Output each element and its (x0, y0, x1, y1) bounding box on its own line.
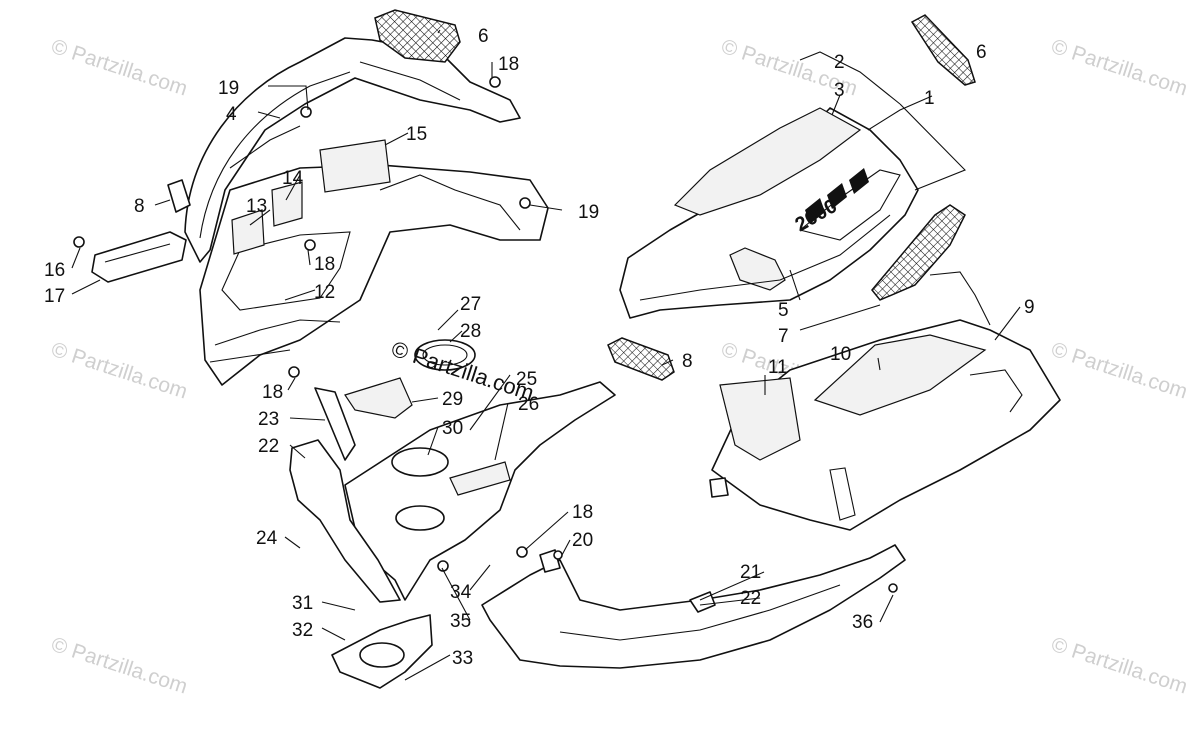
decal-2 (673, 107, 862, 216)
watermark-text: © Partzilla.com (48, 338, 190, 404)
decal-29 (344, 377, 413, 419)
callouts: 6 18 19 4 15 14 8 13 19 18 16 17 12 18 6… (44, 26, 1035, 669)
decal-11 (719, 377, 801, 461)
callout-19a: 19 (218, 78, 239, 99)
callout-21: 21 (740, 562, 761, 583)
callout-30: 30 (442, 418, 463, 439)
callout-29: 29 (442, 389, 463, 410)
callout-27: 27 (460, 294, 481, 315)
callout-22b: 22 (740, 588, 761, 609)
callout-17: 17 (44, 286, 65, 307)
callout-18a: 18 (498, 54, 519, 75)
callout-4: 4 (226, 104, 237, 125)
callout-23: 23 (258, 409, 279, 430)
callout-11: 11 (768, 357, 788, 378)
callout-19b: 19 (578, 202, 599, 223)
watermark-text: © Partzilla.com (1048, 633, 1190, 699)
hood-shell (184, 37, 521, 263)
callout-36: 36 (852, 612, 873, 633)
callout-28: 28 (460, 321, 481, 342)
callout-16: 16 (44, 260, 65, 281)
callout-2: 2 (834, 52, 845, 73)
callout-18b: 18 (314, 254, 335, 275)
nose-trim (289, 439, 401, 603)
callout-18d: 18 (572, 502, 593, 523)
callout-8a: 8 (134, 196, 145, 217)
callout-25: 25 (516, 369, 537, 390)
watermark-text: © Partzilla.com (1048, 338, 1190, 404)
decal-10 (813, 334, 987, 416)
decal-5 (729, 247, 786, 291)
decal-26 (449, 461, 511, 496)
callout-20: 20 (572, 530, 593, 551)
small-vent-8a (167, 179, 191, 213)
callout-33: 33 (452, 648, 473, 669)
callout-22a: 22 (258, 436, 279, 457)
callout-5: 5 (778, 300, 789, 321)
side-trim (91, 231, 187, 283)
callout-32: 32 (292, 620, 313, 641)
callout-12: 12 (314, 282, 335, 303)
side-panel-right (711, 319, 1061, 531)
port-lower (395, 505, 445, 531)
callout-6b: 6 (976, 42, 987, 63)
callout-34: 34 (450, 582, 472, 603)
decal-15 (319, 139, 391, 193)
callout-14: 14 (282, 168, 304, 189)
callout-13: 13 (246, 196, 267, 217)
callout-10: 10 (830, 344, 851, 365)
belly-pan (344, 381, 616, 601)
mesh-vent-6a (374, 9, 461, 63)
callout-7: 7 (778, 326, 789, 347)
callout-8b: 8 (682, 351, 693, 372)
bracket-23 (314, 387, 356, 461)
decal-14 (271, 181, 303, 227)
leader-lines (71, 29, 1021, 681)
callout-18c: 18 (262, 382, 283, 403)
mesh-vent-8b (607, 337, 675, 381)
callout-26: 26 (518, 394, 539, 415)
mesh-vent-7 (871, 204, 966, 301)
callout-24: 24 (256, 528, 278, 549)
watermark-text: © Partzilla.com (48, 633, 190, 699)
part-drawings: 2000 (91, 9, 1061, 689)
fasteners (73, 76, 898, 593)
callout-15: 15 (406, 124, 427, 145)
mesh-vent-6b (910, 14, 976, 86)
callout-31: 31 (292, 593, 313, 614)
watermark-text: © Partzilla.com (1048, 35, 1190, 101)
callout-6a: 6 (478, 26, 489, 47)
callout-35: 35 (450, 611, 471, 632)
callout-3: 3 (834, 80, 845, 101)
decal-stripes (805, 168, 869, 224)
port-30 (391, 447, 449, 477)
watermark-text: © Partzilla.com (48, 35, 190, 101)
callout-1: 1 (924, 88, 935, 109)
callout-9: 9 (1024, 297, 1035, 318)
